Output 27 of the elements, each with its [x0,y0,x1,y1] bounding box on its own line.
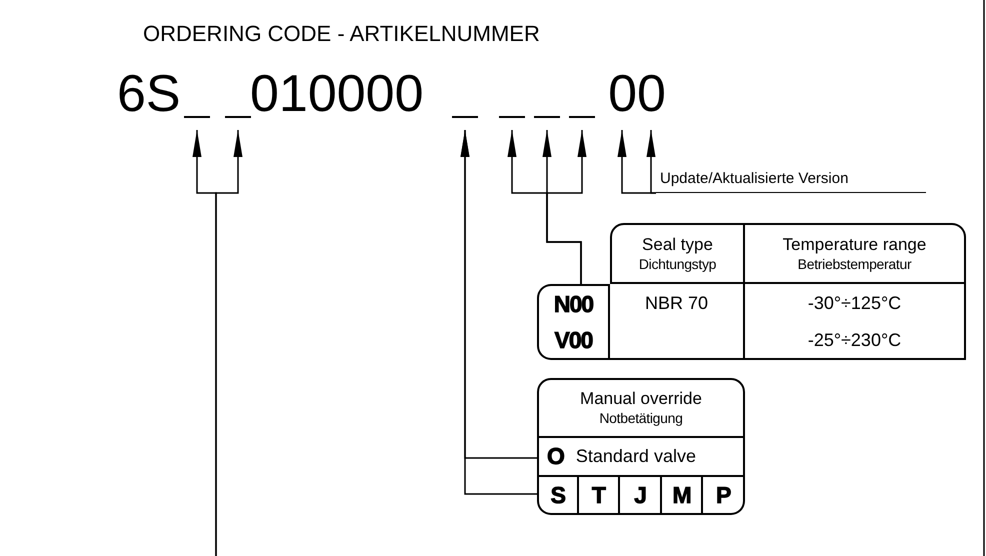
arrow [215,130,242,556]
column-heading: Manual override [580,388,702,409]
column-heading: Temperature range [782,234,926,254]
code-digits: 00 [605,68,669,130]
option-code: T [592,482,605,508]
temperature-value: -30°÷125°C [808,292,902,314]
option-code: S [550,482,565,508]
column-heading-translation: Notbetätigung [599,409,683,428]
update-note: Update/Aktualisierte Version [656,168,926,193]
option-description: Standard valve [576,446,696,467]
seal-type-table [537,223,966,360]
option-code: J [634,482,646,508]
arrow [646,130,656,194]
option-code: O [547,443,564,470]
code-digits: 010000 [250,68,424,120]
option-code: P [716,482,730,508]
temperature-value: -25°÷230°C [808,330,902,350]
column-heading-translation: Dichtungstyp [638,254,716,274]
seal-type-value: NBR 70 [644,292,708,314]
column-heading: Seal type [642,234,713,254]
code-digits: 6S [117,68,181,120]
title: ORDERING CODE - ARTIKELNUMMER [143,23,540,45]
option-code: V00 [554,326,592,354]
option-code: N00 [554,290,594,318]
option-code: M [672,482,691,508]
column-heading-translation: Betriebstemperatur [798,254,912,274]
manual-override-table [537,378,745,515]
